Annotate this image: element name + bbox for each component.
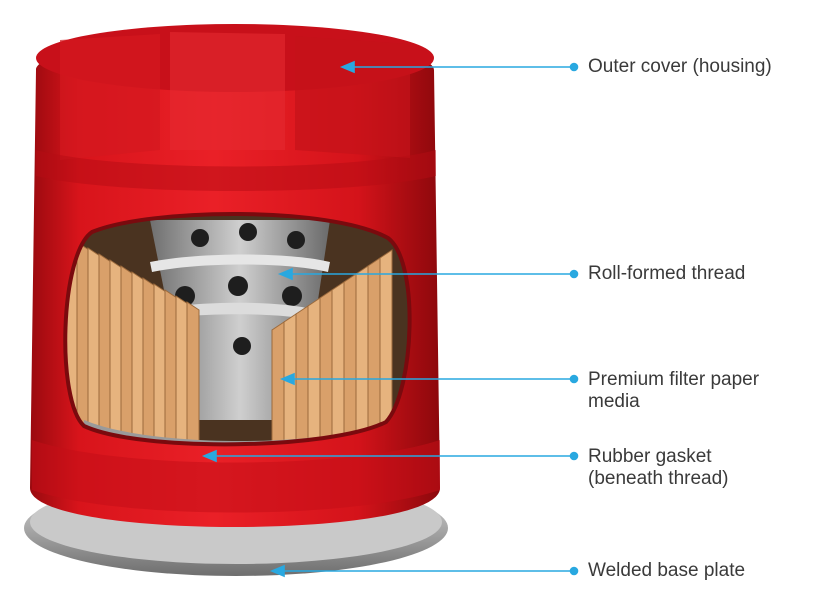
label-filter-paper-media: Premium filter paper media — [588, 369, 760, 412]
filter-pleat — [379, 249, 393, 445]
filter-pleat — [153, 283, 167, 445]
leader-roll-formed-thread — [277, 267, 579, 281]
filter-pleat — [164, 289, 178, 445]
filter-pleat — [142, 277, 156, 445]
filter-pleat — [319, 289, 333, 445]
cutaway-edge — [63, 212, 412, 447]
filter-pleat — [186, 301, 200, 445]
filter-pleat — [343, 273, 357, 445]
filter-pleat — [131, 271, 145, 445]
filter-pleat — [87, 247, 101, 445]
filter-pleat — [109, 259, 123, 445]
filter-pleat — [331, 281, 345, 445]
callout-leaders — [201, 60, 579, 578]
filter-pleat — [175, 295, 189, 445]
label-welded-base-plate: Welded base plate — [588, 560, 746, 581]
leader-outer-cover — [339, 60, 579, 74]
housing-facet-right — [295, 36, 410, 158]
filter-pleat — [295, 305, 309, 445]
roll-formed-thread — [150, 254, 330, 272]
label-roll-formed-thread: Roll-formed thread — [588, 263, 746, 284]
filter-pleat — [98, 253, 112, 445]
housing-facet-mid — [170, 32, 285, 150]
leader-welded-base-plate — [269, 564, 579, 578]
leader-filter-paper-media — [279, 372, 579, 386]
leader-rubber-gasket — [201, 449, 579, 463]
filter-pleat — [76, 241, 90, 445]
housing-facet-left — [60, 34, 160, 160]
filter-pleat — [355, 265, 369, 445]
housing-bottom-band — [32, 440, 440, 513]
filter-pleat — [367, 257, 381, 445]
label-outer-cover: Outer cover (housing) — [588, 56, 772, 77]
housing-shoulder — [36, 150, 436, 191]
filter-pleat — [307, 297, 321, 445]
label-rubber-gasket: Rubber gasket (beneath thread) — [588, 446, 729, 489]
filter-pleat — [120, 265, 134, 445]
filter-paper-media — [65, 235, 393, 445]
filter-pleat — [271, 321, 285, 445]
